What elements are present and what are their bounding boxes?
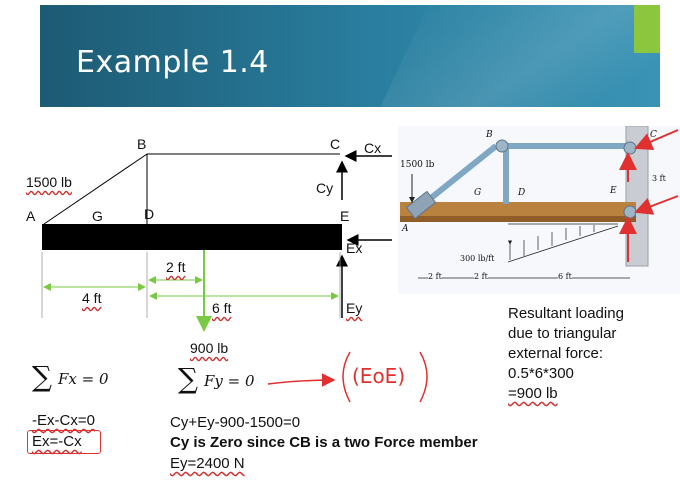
resultant-900-label: 900 lb <box>190 340 229 356</box>
joint-e <box>623 205 637 219</box>
photo-a-label: A <box>402 224 409 234</box>
fy-equation-3: Ey=2400 N <box>170 455 245 472</box>
photo-distributed-label: 300 lb/ft <box>460 254 495 263</box>
photo-e-label: E <box>610 186 617 196</box>
explanation-line-1: Resultant loading <box>508 305 624 322</box>
fx-equation-2: Ex=-Cx <box>32 433 82 450</box>
explanation-line-2: due to triangular <box>508 325 617 342</box>
wood-beam-shade <box>400 216 636 222</box>
joint-c <box>623 141 637 155</box>
sigma-fy-symbol: ∑ <box>178 362 198 395</box>
photo-d-label: D <box>518 188 526 198</box>
slide-title: Example 1.4 <box>76 45 269 80</box>
dist-load-slope <box>507 225 619 263</box>
fy-equation-2: Cy is Zero since CB is a two Force membe… <box>170 434 478 451</box>
point-b-label: B <box>137 136 147 152</box>
sum-fx-equation: Fx = 0 <box>58 370 109 388</box>
answer-highlight-box <box>27 430 101 454</box>
point-a-label: A <box>26 208 36 224</box>
eoe-bracket-right <box>419 351 428 403</box>
photo-dim-a: 2 ft <box>428 272 442 281</box>
photo-dim-b: 2 ft <box>474 272 488 281</box>
force-ey-label: Ey <box>346 300 363 316</box>
textbook-figure-drawing <box>400 125 679 279</box>
handwritten-arrow <box>267 373 336 387</box>
explanation-line-5: =900 lb <box>508 385 558 402</box>
beam <box>42 224 342 250</box>
photo-dim-c: 6 ft <box>558 272 572 281</box>
photo-b-label: B <box>486 130 493 140</box>
textbook-figure: 1500 lb B C 3 ft G D E A 300 lb/ft 2 ft … <box>398 125 680 294</box>
point-g-label: G <box>92 208 103 224</box>
joint-b <box>495 139 509 153</box>
photo-height-label: 3 ft <box>652 174 666 183</box>
dim-2ft-label: 2 ft <box>166 259 186 275</box>
dim-6ft-label: 6 ft <box>212 300 232 316</box>
accent-square <box>634 5 660 53</box>
fy-equation-1: Cy+Ey-900-1500=0 <box>170 414 301 431</box>
explanation-line-4: 0.5*6*300 <box>508 365 574 382</box>
explanation-line-3: external force: <box>508 345 604 362</box>
force-ex-label: Ex <box>346 240 363 256</box>
photo-c-label: C <box>650 130 657 140</box>
red-arrow-cx <box>634 129 679 150</box>
resultant-explanation: Resultant loading due to triangular exte… <box>508 304 624 404</box>
sigma-fx-symbol: ∑ <box>32 360 52 393</box>
eoe-annotation: (EoE) <box>352 364 406 388</box>
clamp-a <box>405 190 437 220</box>
eoe-bracket-left <box>342 351 351 403</box>
force-cy-label: Cy <box>316 180 334 196</box>
photo-load-label: 1500 lb <box>400 160 435 170</box>
sum-fy-equation: Fy = 0 <box>204 372 255 390</box>
dim-4ft-label: 4 ft <box>82 290 102 306</box>
force-cx-label: Cx <box>364 140 382 156</box>
point-d-label: D <box>144 206 155 222</box>
title-banner: Example 1.4 <box>40 5 660 107</box>
member-ab <box>43 153 148 225</box>
red-arrow-ex <box>634 195 679 215</box>
load-1500-label: 1500 lb <box>26 174 72 190</box>
fx-equation-1: -Ex-Cx=0 <box>32 412 95 429</box>
point-e-label: E <box>340 208 350 224</box>
photo-g-label: G <box>474 188 482 198</box>
point-c-label: C <box>330 136 341 152</box>
